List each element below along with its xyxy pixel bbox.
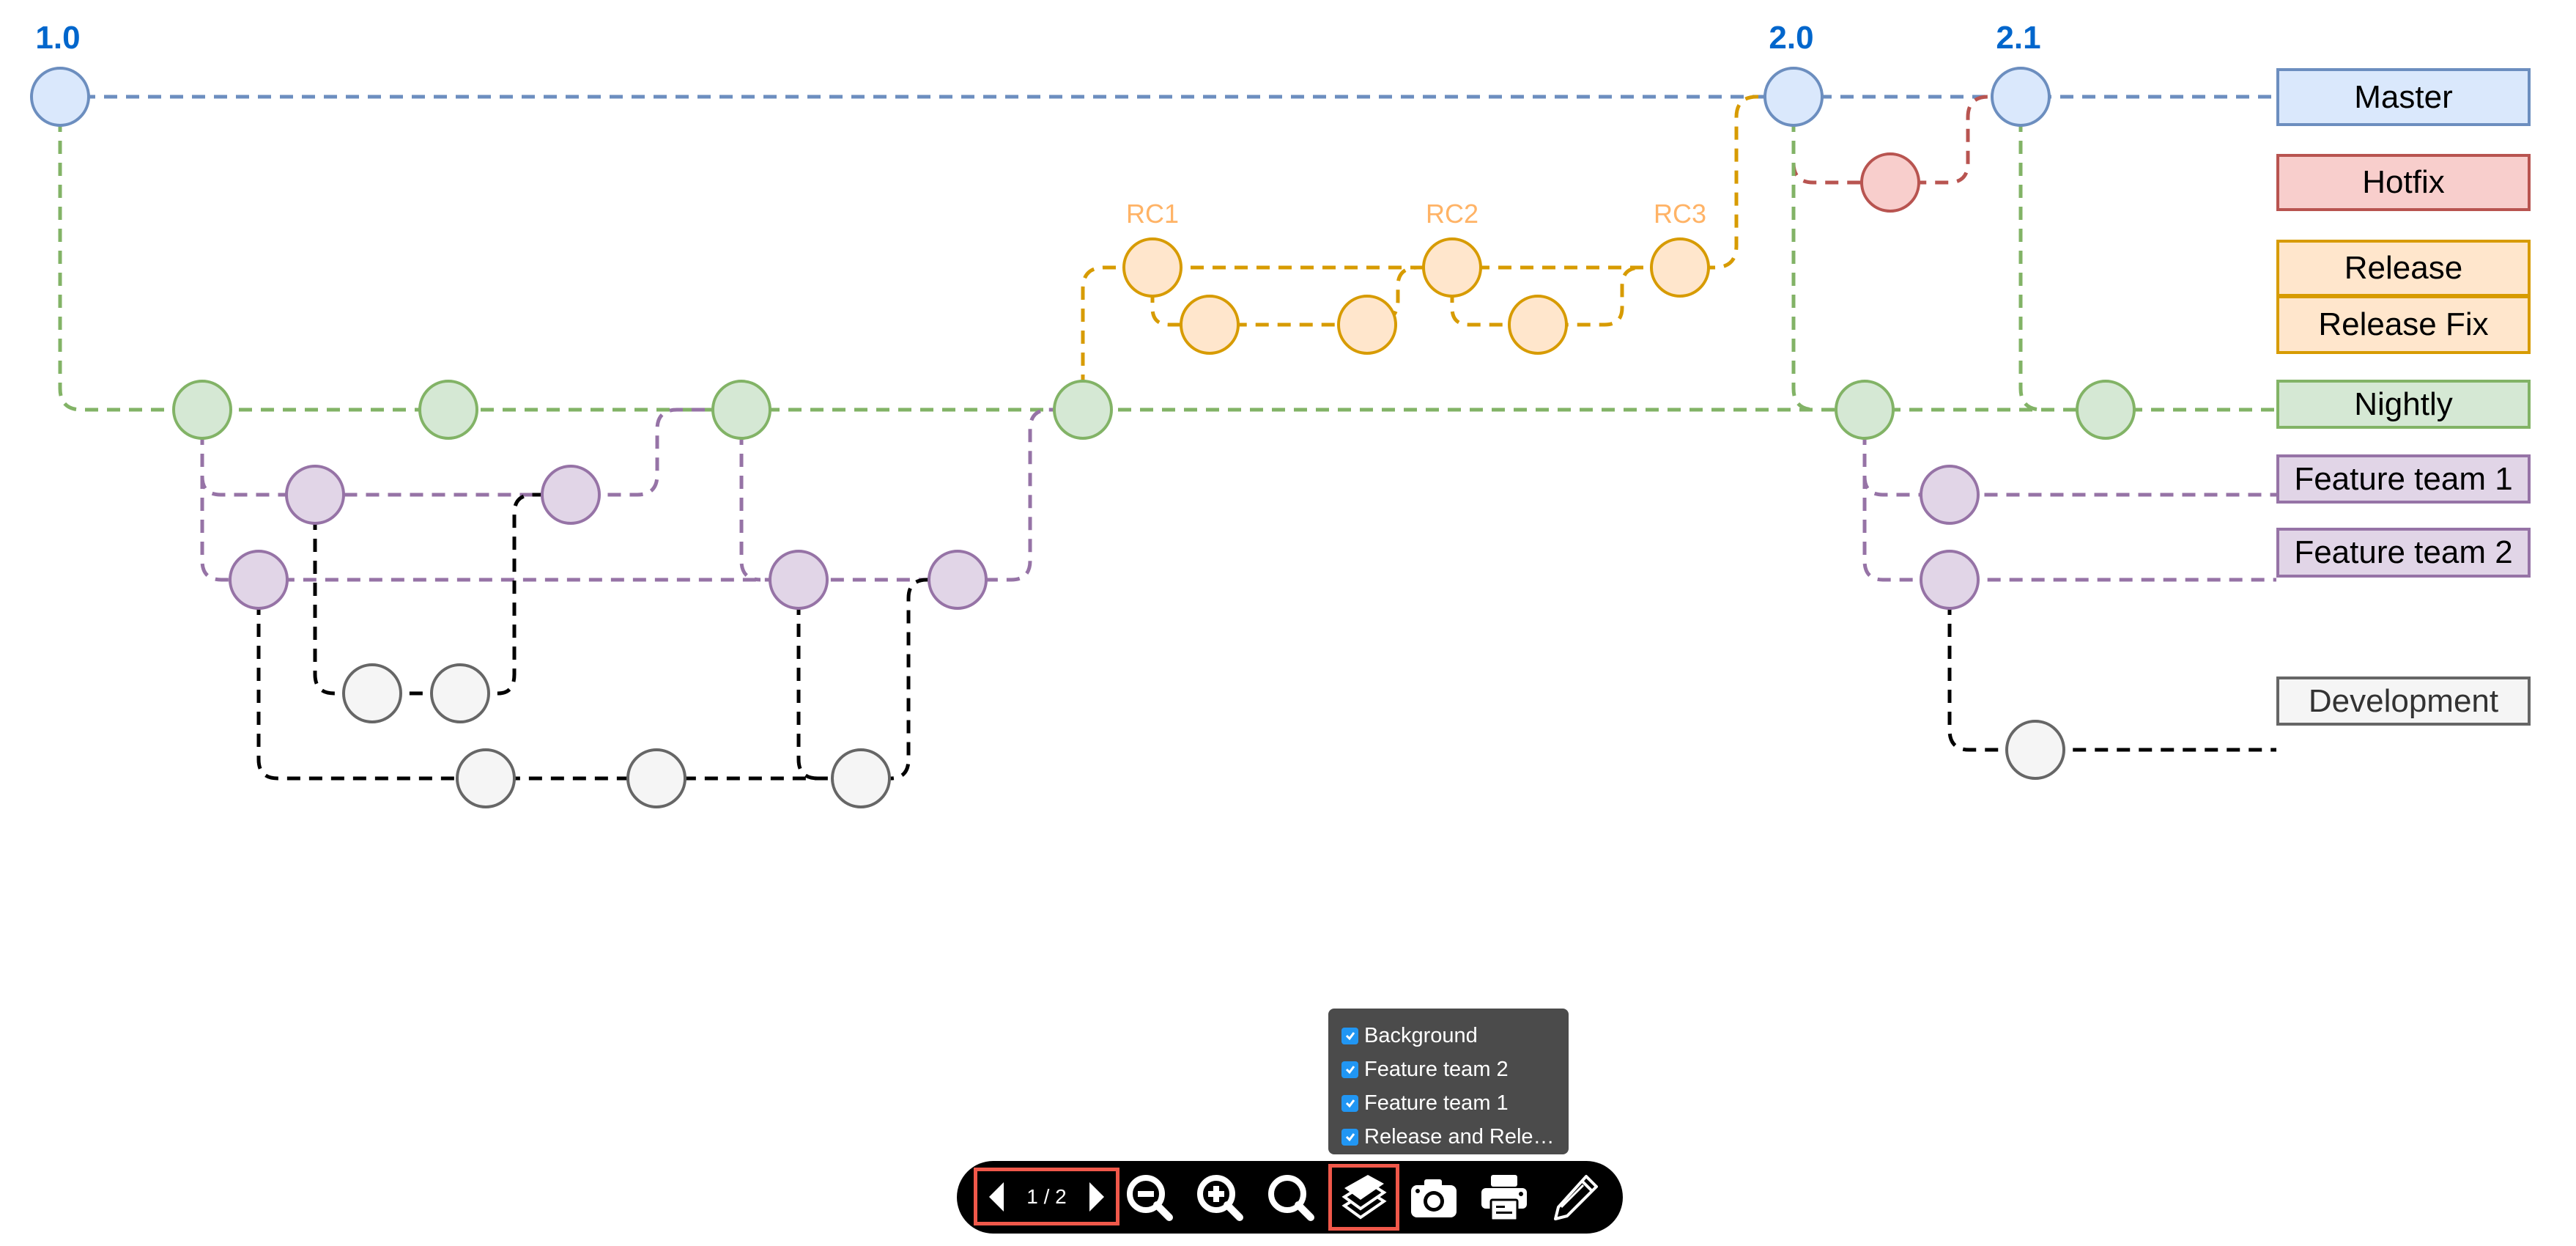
version-tag: 1.0 — [35, 20, 80, 56]
release-branch-edge — [1081, 265, 1680, 410]
nightly-commit-node[interactable] — [418, 380, 478, 440]
previous-page-icon[interactable] — [988, 1181, 1005, 1213]
zoom-out-button[interactable] — [1120, 1168, 1179, 1227]
page-navigator: 1 / 2 — [974, 1168, 1119, 1225]
nightly-commit-node[interactable] — [1835, 380, 1895, 440]
zoom-out-icon — [1127, 1175, 1173, 1221]
feature-branch-edge — [200, 408, 1083, 582]
release-branch-edge — [1680, 95, 1794, 270]
dev-commit-node[interactable] — [831, 748, 891, 808]
release-commit-node[interactable] — [1508, 295, 1568, 355]
screenshot-button[interactable] — [1404, 1168, 1463, 1227]
checkbox-checked-icon[interactable] — [1341, 1061, 1358, 1078]
nightly-commit-node[interactable] — [1053, 380, 1113, 440]
zoom-in-button[interactable] — [1191, 1168, 1249, 1227]
nightly-branch-edge — [1791, 97, 1816, 412]
feature-commit-node[interactable] — [285, 465, 345, 525]
dev-commit-node[interactable] — [2005, 720, 2065, 780]
legend-nightly: Nightly — [2276, 380, 2531, 429]
layers-button[interactable] — [1328, 1164, 1399, 1231]
feature-commit-node[interactable] — [229, 550, 289, 610]
layer-label: Background — [1364, 1023, 1478, 1047]
layers-icon — [1341, 1174, 1387, 1219]
nightly-branch-edge — [58, 97, 2276, 412]
legend-feature-team-2: Feature team 2 — [2276, 528, 2531, 578]
version-tag: 2.1 — [1996, 20, 2040, 56]
next-page-icon[interactable] — [1088, 1181, 1106, 1213]
release-candidate-label: RC3 — [1654, 199, 1706, 229]
zoom-fit-button[interactable] — [1262, 1168, 1320, 1227]
release-commit-node[interactable] — [1650, 237, 1710, 298]
branch-edges — [58, 95, 2276, 781]
nightly-commit-node[interactable] — [172, 380, 232, 440]
pencil-icon — [1554, 1175, 1598, 1220]
layer-feature-team-1[interactable]: Feature team 1 — [1341, 1086, 1569, 1120]
feature-commit-node[interactable] — [928, 550, 988, 610]
master-commit-node[interactable] — [30, 67, 90, 127]
master-commit-node[interactable] — [1763, 67, 1824, 127]
feature-branch-edge — [1862, 410, 2276, 582]
print-icon — [1481, 1175, 1527, 1222]
release-commit-node[interactable] — [1422, 237, 1482, 298]
master-commit-node[interactable] — [1991, 67, 2051, 127]
dev-edge-branch-edge — [256, 578, 958, 781]
camera-icon — [1411, 1179, 1457, 1217]
layer-feature-team-2[interactable]: Feature team 2 — [1341, 1053, 1569, 1086]
nightly-branch-edge — [2018, 97, 2043, 412]
dev-edge-branch-edge — [1947, 580, 2276, 752]
checkbox-checked-icon[interactable] — [1341, 1094, 1358, 1112]
nightly-commit-node[interactable] — [711, 380, 771, 440]
layers-panel: Background Feature team 2 Feature team 1… — [1328, 1009, 1569, 1154]
layer-background[interactable]: Background — [1341, 1019, 1569, 1053]
feature-commit-node[interactable] — [1920, 465, 1980, 525]
layer-label: Release and Relea… — [1364, 1124, 1562, 1149]
zoom-in-icon — [1197, 1175, 1243, 1221]
print-button[interactable] — [1475, 1168, 1533, 1227]
nightly-commit-node[interactable] — [2076, 380, 2136, 440]
release-candidate-label: RC1 — [1126, 199, 1179, 229]
version-tag: 2.0 — [1769, 20, 1813, 56]
feature-branch-edge — [739, 410, 761, 582]
legend-release-fix: Release Fix — [2276, 295, 2531, 354]
release-commit-node[interactable] — [1180, 295, 1240, 355]
hotfix-branch-edge — [1791, 95, 2021, 185]
dev-commit-node[interactable] — [342, 663, 402, 723]
release-commit-node[interactable] — [1122, 237, 1182, 298]
layer-label: Feature team 1 — [1364, 1091, 1509, 1115]
dev-edge-branch-edge — [313, 493, 571, 696]
legend-release: Release — [2276, 240, 2531, 297]
search-icon — [1268, 1175, 1314, 1221]
legend-development: Development — [2276, 677, 2531, 726]
feature-commit-node[interactable] — [1920, 550, 1980, 610]
legend-master: Master — [2276, 68, 2531, 126]
dev-commit-node[interactable] — [456, 748, 516, 808]
dev-commit-node[interactable] — [430, 663, 490, 723]
layer-release[interactable]: Release and Relea… — [1341, 1120, 1569, 1154]
release-candidate-label: RC2 — [1426, 199, 1478, 229]
viewer-toolbar: 1 / 2 — [957, 1161, 1623, 1234]
commit-nodes — [30, 67, 2136, 808]
feature-commit-node[interactable] — [541, 465, 601, 525]
legend-feature-team-1: Feature team 1 — [2276, 454, 2531, 504]
checkbox-checked-icon[interactable] — [1341, 1128, 1358, 1146]
dev-edge-branch-edge — [796, 580, 818, 781]
feature-commit-node[interactable] — [769, 550, 829, 610]
checkbox-checked-icon[interactable] — [1341, 1027, 1358, 1044]
page-indicator: 1 / 2 — [1026, 1184, 1067, 1208]
release-branch-edge — [1450, 265, 1642, 327]
hotfix-commit-node[interactable] — [1860, 152, 1920, 213]
layer-label: Feature team 2 — [1364, 1057, 1509, 1081]
dev-commit-node[interactable] — [626, 748, 686, 808]
legend-hotfix: Hotfix — [2276, 154, 2531, 211]
edit-button[interactable] — [1546, 1168, 1605, 1227]
release-commit-node[interactable] — [1337, 295, 1397, 355]
